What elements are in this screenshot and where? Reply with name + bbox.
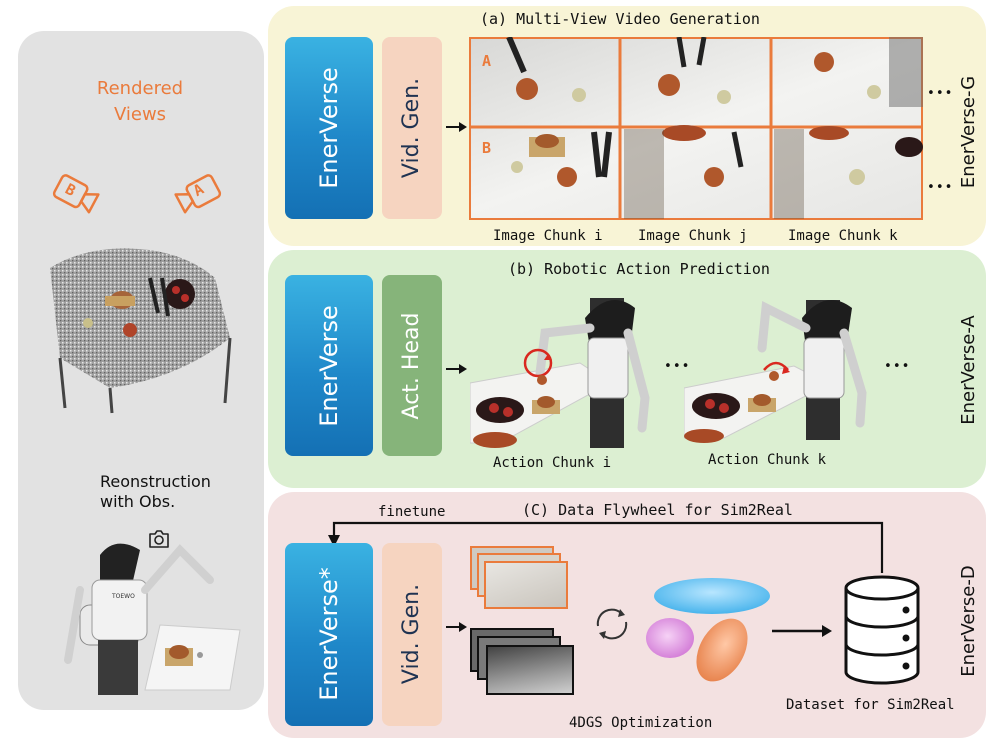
- enerverse-block-d: [285, 543, 373, 726]
- action-chunk-label-k: Action Chunk k: [708, 452, 827, 468]
- vidgen-label-g: Vid. Gen.: [399, 77, 424, 179]
- row-b-label: B: [482, 139, 492, 157]
- chunk-label-i-g: Image Chunk i: [493, 228, 603, 244]
- enerverse-block-a: [285, 275, 373, 456]
- enerverse-label-a: EnerVerse: [315, 305, 343, 427]
- chunk-label-k-g: Image Chunk k: [788, 228, 898, 244]
- action-chunk-i-image: [470, 298, 650, 448]
- side-label-d: EnerVerse-D: [958, 565, 979, 677]
- action-chunk-label-i: Action Chunk i: [493, 455, 612, 471]
- ellipsis-g-row-b: •••: [927, 180, 954, 195]
- panel-g-title: (a) Multi-View Video Generation: [480, 10, 760, 28]
- optimization-label: 4DGS Optimization: [569, 715, 713, 731]
- row-a-label: A: [482, 52, 492, 70]
- side-label-g: EnerVerse-G: [958, 75, 979, 189]
- enerverse-label-d: EnerVerse*: [315, 567, 343, 701]
- panel-d-title: (C) Data Flywheel for Sim2Real: [522, 501, 793, 519]
- finetune-arrow: [328, 521, 884, 573]
- vidgen-block-d: [382, 543, 442, 726]
- rendered-frame-stack-3: [486, 645, 574, 695]
- gaussian-ellipsoids: [646, 578, 770, 682]
- arrow-d: [446, 622, 467, 632]
- vidgen-block-g: [382, 37, 442, 219]
- enerverse-label-g: EnerVerse: [315, 67, 343, 189]
- database-icon: [844, 575, 920, 685]
- ellipsis-a-2: •••: [884, 359, 911, 374]
- svg-text:TOEWO: TOEWO: [111, 593, 135, 600]
- camera-b-icon: [52, 174, 100, 214]
- arrow-to-dataset: [772, 625, 832, 637]
- ellipsis-g-row-a: •••: [927, 86, 954, 101]
- arrow-a: [446, 364, 467, 374]
- reconstruction-label: Reonstruction with Obs.: [100, 472, 211, 511]
- action-chunk-k-image: [684, 300, 867, 443]
- dataset-label: Dataset for Sim2Real: [786, 697, 955, 713]
- vidgen-label-d: Vid. Gen.: [399, 583, 424, 685]
- ellipsis-a-1: •••: [664, 359, 691, 374]
- enerverse-block-g: [285, 37, 373, 219]
- acthead-label: Act. Head: [399, 312, 424, 420]
- side-label-a: EnerVerse-A: [958, 315, 979, 425]
- camera-a-icon: [174, 174, 222, 214]
- generated-frame-stack-3: [484, 561, 568, 609]
- finetune-label: finetune: [378, 504, 446, 520]
- rendered-views-label: Rendered Views: [96, 78, 184, 125]
- arrow-g: [446, 122, 467, 132]
- image-chunk-grid-content: [469, 37, 923, 220]
- point-cloud-reconstruction-image: [50, 248, 232, 414]
- chunk-label-j-g: Image Chunk j: [638, 228, 748, 244]
- observation-camera-icon: [149, 530, 169, 548]
- panel-a-title: (b) Robotic Action Prediction: [508, 260, 770, 278]
- cycle-icon: [596, 608, 628, 640]
- acthead-block: [382, 275, 442, 456]
- robot-observation-image: TOEWO: [64, 543, 241, 695]
